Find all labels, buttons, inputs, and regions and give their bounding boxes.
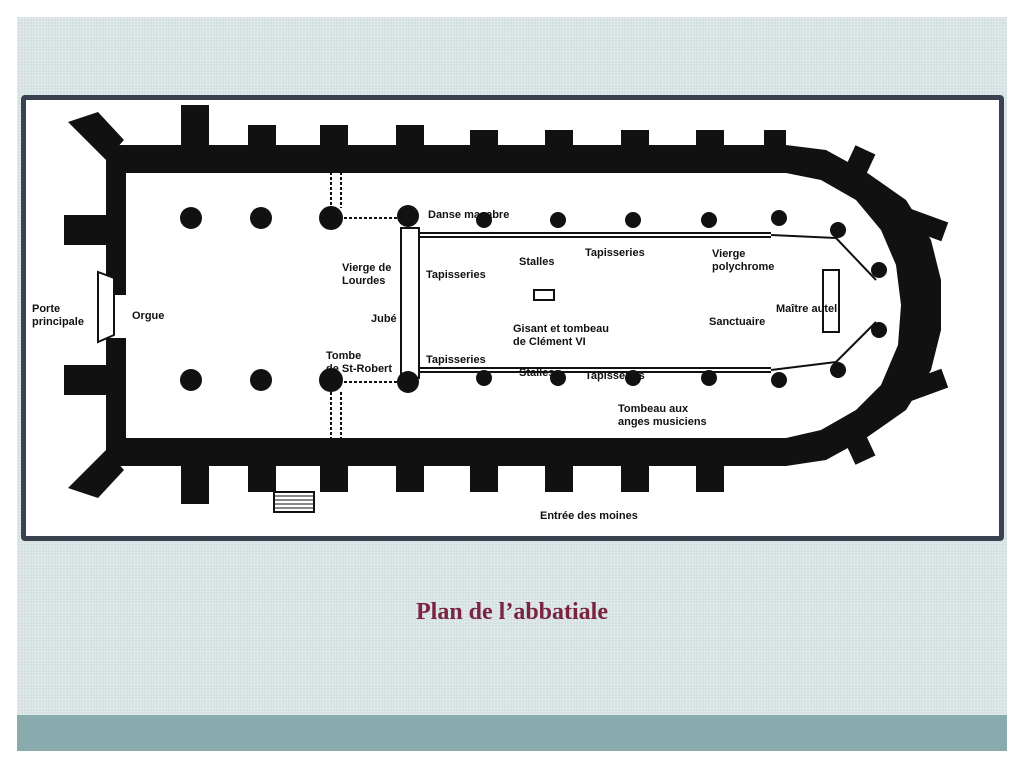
sw-buttress bbox=[68, 450, 124, 498]
west-portal bbox=[97, 270, 115, 344]
west-wall-lower bbox=[106, 338, 126, 466]
label-vierge-de-lourdes: Vierge de Lourdes bbox=[342, 262, 392, 287]
label-vierge-polychrome: Vierge polychrome bbox=[712, 248, 775, 273]
label-entree-des-moines: Entrée des moines bbox=[540, 510, 638, 522]
abbey-floor-plan bbox=[64, 105, 949, 513]
west-wall-upper bbox=[106, 145, 126, 295]
label-orgue: Orgue bbox=[132, 310, 165, 322]
apse-chevet bbox=[786, 145, 941, 466]
label-tapisseries-upper-left: Tapisseries bbox=[426, 269, 486, 281]
label-gisant-clement-vi: Gisant et tombeau de Clément VI bbox=[513, 323, 609, 348]
label-maitre-autel: Maître autel bbox=[776, 303, 838, 315]
label-danse-macabre: Danse macabre bbox=[428, 209, 510, 221]
label-stalles-lower: Stalles bbox=[519, 367, 555, 379]
label-tombeau-anges-musiciens: Tombeau aux anges musiciens bbox=[618, 403, 707, 428]
label-tapisseries-lower-left: Tapisseries bbox=[426, 354, 486, 366]
jube-screen bbox=[400, 227, 420, 379]
label-tapisseries-lower-right: Tapisseries bbox=[585, 370, 645, 382]
tomb-clement-vi bbox=[533, 289, 555, 301]
high-altar bbox=[822, 269, 840, 333]
slide-caption: Plan de l’abbatiale bbox=[415, 599, 608, 625]
label-sanctuaire: Sanctuaire bbox=[709, 316, 766, 328]
label-jube: Jubé bbox=[371, 313, 397, 325]
floor-plan-frame: Porte principale Orgue Danse macabre Vie… bbox=[21, 95, 1004, 541]
west-buttress-n bbox=[64, 215, 114, 245]
label-tapisseries-upper-right: Tapisseries bbox=[585, 247, 645, 259]
label-porte-principale: Porte principale bbox=[32, 303, 84, 328]
south-wall bbox=[106, 438, 786, 466]
slide: Porte principale Orgue Danse macabre Vie… bbox=[17, 17, 1007, 751]
west-buttress-s bbox=[64, 365, 114, 395]
south-steps bbox=[273, 491, 315, 513]
nw-buttress bbox=[68, 112, 124, 160]
label-tombe-st-robert: Tombe de St-Robert bbox=[326, 350, 392, 375]
north-wall bbox=[106, 145, 786, 173]
footer-band bbox=[17, 715, 1007, 751]
label-stalles-upper: Stalles bbox=[519, 256, 555, 268]
